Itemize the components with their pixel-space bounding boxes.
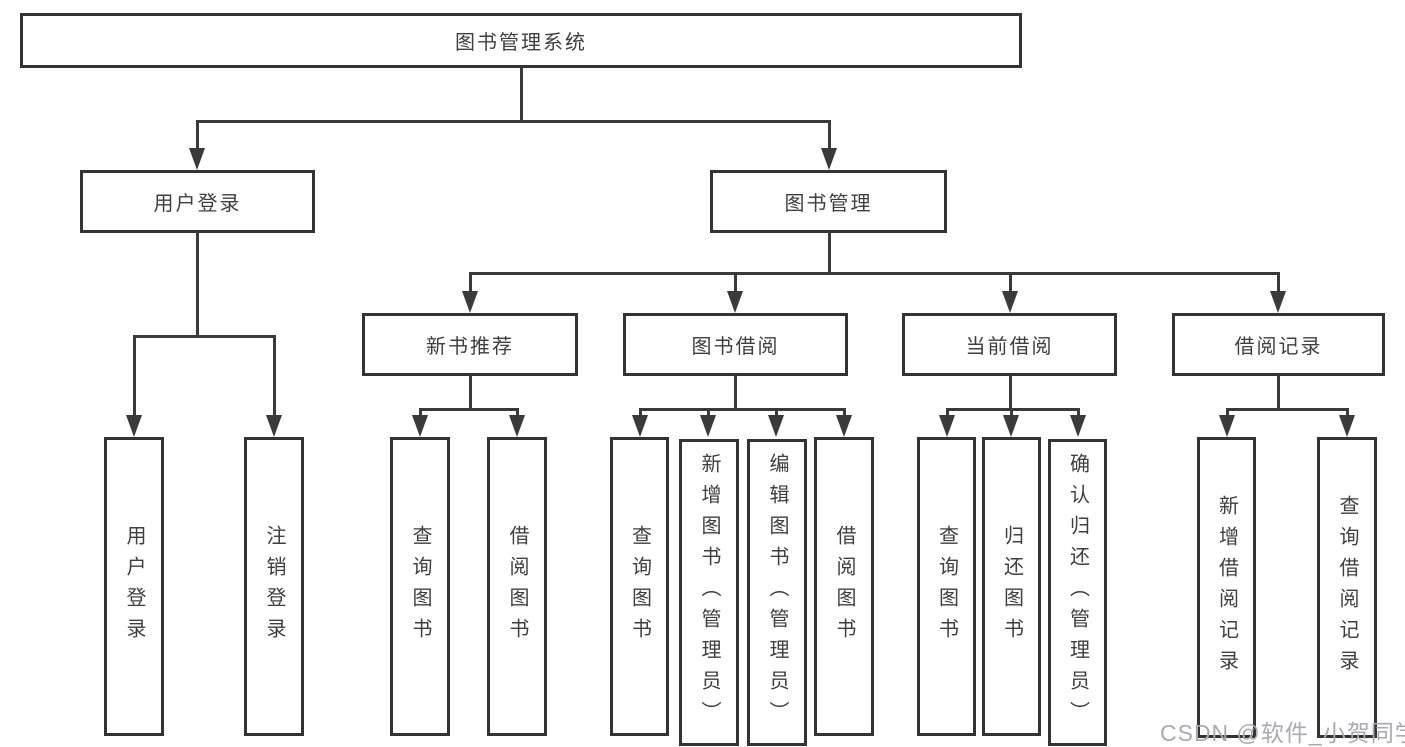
arrowhead-br-query-record [1339,415,1355,437]
node-current-borrowing: 当前借阅 [902,313,1117,376]
edge-drop-br-add-record [1226,408,1229,418]
arrowhead-leaf-logout [266,415,282,437]
node-book-borrowing: 图书借阅 [623,313,848,376]
edge-drop-borrow-records [1277,272,1280,293]
edge-drop-nr-borrow-books [516,408,519,418]
arrowhead-current-borrowing [1002,291,1018,313]
edge-borrow-records-rail [1226,408,1348,411]
leaf-cb-confirm-return-admin: 确认归还（管理员） [1048,439,1107,746]
leaf-bb-add-book-admin: 新增图书（管理员） [679,439,739,746]
leaf-br-add-record: 新增借阅记录 [1197,437,1256,738]
arrowhead-user-login [189,148,205,170]
edge-drop-book-management [828,120,831,150]
edge-drop-leaf-user-login [133,335,136,417]
arrowhead-new-book-recommend [462,291,478,313]
leaf-bb-query-books: 查询图书 [610,437,669,736]
edge-drop-br-query-record [1346,408,1349,418]
edge-root-rail [196,120,831,123]
edge-book-borrowing-rail [639,408,846,411]
arrowhead-bb-add-book [700,415,716,437]
arrowhead-leaf-user-login [126,415,142,437]
arrowhead-cb-confirm-return [1070,415,1086,437]
edge-drop-bb-query-books [639,408,642,418]
node-book-management: 图书管理 [710,170,947,233]
edge-drop-new-book-recommend [469,272,472,293]
edge-user-login-rail [133,335,276,338]
edge-new-book-recommend-stem [469,375,472,411]
node-borrow-records: 借阅记录 [1172,313,1385,376]
edge-user-login-stem [196,232,199,338]
leaf-nr-borrow-books: 借阅图书 [487,437,547,736]
leaf-cb-query-books: 查询图书 [917,437,976,736]
edge-drop-bb-add-book [707,408,710,418]
node-user-login: 用户登录 [80,170,315,233]
leaf-logout: 注销登录 [244,437,304,736]
leaf-nr-query-books: 查询图书 [390,437,450,736]
node-new-book-recommend: 新书推荐 [362,313,578,376]
edge-book-management-stem [828,232,831,275]
edge-drop-leaf-logout [273,335,276,417]
node-library-system: 图书管理系统 [20,13,1022,68]
arrowhead-book-management [821,148,837,170]
watermark-text: CSDN @软件_小贺同学 [1160,720,1405,746]
edge-new-book-recommend-rail [419,408,519,411]
arrowhead-nr-borrow-books [509,415,525,437]
arrowhead-bb-edit-book [768,415,784,437]
edge-drop-user-login [196,120,199,150]
edge-current-borrowing-stem [1009,375,1012,411]
edge-drop-bb-edit-book [775,408,778,418]
arrowhead-borrow-records [1270,291,1286,313]
leaf-br-query-record: 查询借阅记录 [1317,437,1377,738]
edge-drop-cb-return-book [1010,408,1013,418]
edge-current-borrowing-rail [946,408,1080,411]
edge-book-borrowing-stem [734,375,737,411]
edge-book-management-rail [469,272,1280,275]
arrowhead-cb-query-books [939,415,955,437]
arrowhead-br-add-record [1219,415,1235,437]
edge-borrow-records-stem [1277,375,1280,411]
edge-drop-cb-query-books [946,408,949,418]
arrowhead-book-borrowing [727,291,743,313]
edge-drop-cb-confirm-return [1077,408,1080,418]
arrowhead-bb-query-books [632,415,648,437]
leaf-user-login: 用户登录 [104,437,164,736]
edge-drop-current-borrowing [1009,272,1012,293]
arrowhead-nr-query-books [412,415,428,437]
arrowhead-bb-borrow-books [836,415,852,437]
arrowhead-cb-return-book [1003,415,1019,437]
edge-drop-bb-borrow-books [843,408,846,418]
edge-drop-book-borrowing [734,272,737,293]
edge-drop-nr-query-books [419,408,422,418]
leaf-cb-return-book: 归还图书 [982,437,1041,736]
leaf-bb-edit-book-admin: 编辑图书（管理员） [747,439,807,746]
edge-root-stem [520,68,523,123]
leaf-bb-borrow-books: 借阅图书 [814,437,874,736]
